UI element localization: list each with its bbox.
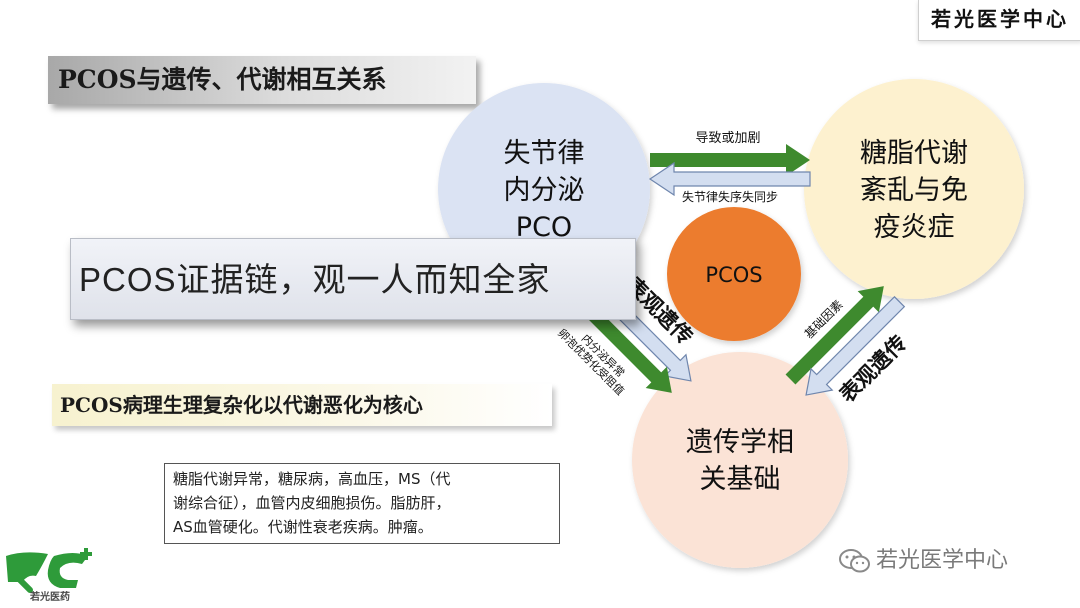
section-subtitle: PCOS病理生理复杂化以代谢恶化为核心 [52,384,552,426]
node-top-right-line-3: 疫炎症 [874,212,955,243]
wechat-watermark: 若光医学中心 [838,543,1008,579]
node-bottom [632,352,848,568]
arrow-right-inner [785,286,884,385]
node-top-right-line-2: 紊乱与免 [860,175,968,206]
node-top-left-line-3: PCO [516,212,572,243]
node-center [667,207,801,341]
node-top-right [804,79,1024,299]
node-bottom-line-1: 遗传学相 [686,427,794,458]
brand-tag: 若光医学中心 [918,0,1080,41]
arrow-top-forward-label: 导致或加剧 [695,131,760,146]
node-top-right-line-1: 糖脂代谢 [860,138,968,169]
overlay-caption: PCOS证据链，观一人而知全家 [70,238,636,320]
watermark-text: 若光医学中心 [876,548,1009,573]
arrow-right-outer-label: 表观遗传 [835,331,911,407]
list-line-3: AS血管硬化。代谢性衰老疾病。肿瘤。 [173,518,433,536]
company-logo-icon [6,548,92,593]
logo-subtitle: 若光医药 [30,592,70,603]
node-bottom-line-2: 关基础 [700,464,781,495]
arrow-top-backward-label: 失节律失序失同步 [682,189,778,204]
arrow-top-backward [648,161,811,197]
arrow-right-outer [805,295,906,396]
arrow-top-forward [650,144,810,176]
list-line-1: 糖脂代谢异常，糖尿病，高血压，MS（代 [173,470,451,488]
node-center-label: PCOS [705,263,762,287]
list-line-2: 谢综合征），血管内皮细胞损伤。脂肪肝， [173,494,451,512]
metabolic-conditions-box: 糖脂代谢异常，糖尿病，高血压，MS（代 谢综合征），血管内皮细胞损伤。脂肪肝， … [164,463,560,544]
page-title: PCOS与遗传、代谢相互关系 [48,56,476,104]
node-top-left-line-1: 失节律 [504,138,585,169]
wechat-icon [839,549,870,573]
node-top-left-line-2: 内分泌 [504,175,585,206]
